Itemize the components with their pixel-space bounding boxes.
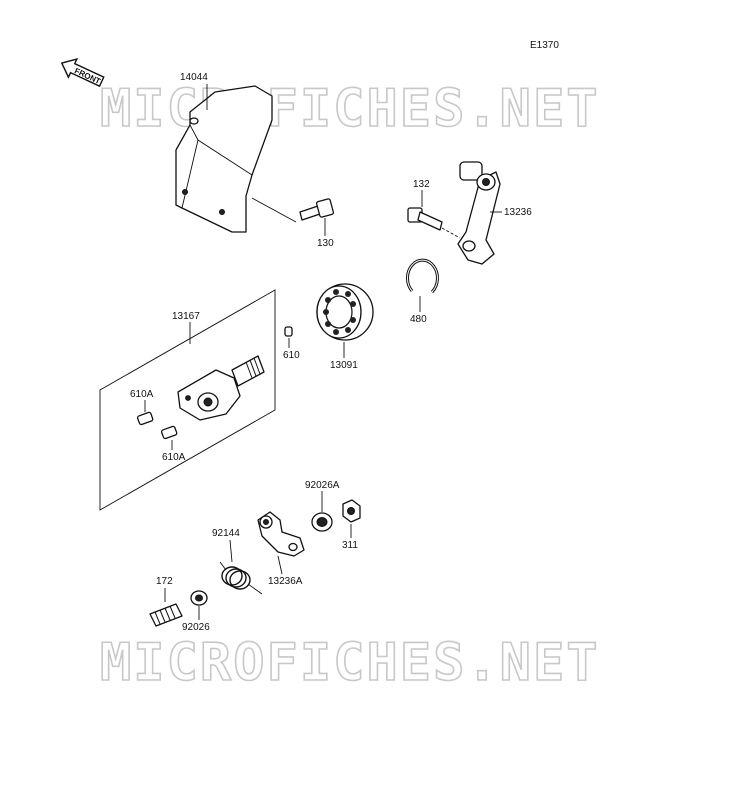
spring-92144 (219, 561, 263, 595)
circlip-480 (405, 258, 439, 294)
pin-610A-lower (160, 425, 178, 440)
label-92026: 92026 (182, 622, 210, 633)
dowel-pin-610 (284, 326, 293, 337)
label-132: 132 (413, 179, 430, 190)
label-92144: 92144 (212, 528, 240, 539)
label-13236A: 13236A (268, 576, 303, 587)
bolt-130 (299, 198, 335, 221)
pin-610A-upper (136, 411, 154, 426)
shaft-13167 (177, 355, 265, 421)
label-13236: 13236 (504, 207, 532, 218)
label-172: 172 (156, 576, 173, 587)
label-311: 311 (342, 540, 358, 551)
label-14044: 14044 (180, 72, 208, 83)
washer-92026 (190, 590, 208, 606)
nut-311 (342, 499, 361, 523)
front-arrow-icon: FRONT (60, 58, 105, 88)
label-13167: 13167 (172, 311, 200, 322)
diagram-code: E1370 (530, 40, 559, 51)
label-610: 610 (283, 350, 300, 361)
label-610A-lower: 610A (162, 452, 186, 463)
label-13091: 13091 (330, 360, 358, 371)
watermark-bottom: MICROFICHES.NET (100, 633, 600, 693)
bearing-13091 (316, 283, 374, 341)
label-92026A: 92026A (305, 480, 340, 491)
assembly-frame-13167 (99, 289, 276, 511)
label-130: 130 (317, 238, 334, 249)
lever-13236A (257, 511, 305, 557)
label-480: 480 (410, 314, 427, 325)
stud-172 (149, 603, 183, 627)
cover-14044 (175, 85, 273, 233)
lever-13236 (457, 161, 501, 265)
bolt-132 (407, 207, 443, 231)
label-610A-upper: 610A (130, 389, 154, 400)
washer-92026A (311, 512, 333, 532)
watermark-top: MICROFICHES.NET (100, 79, 600, 139)
